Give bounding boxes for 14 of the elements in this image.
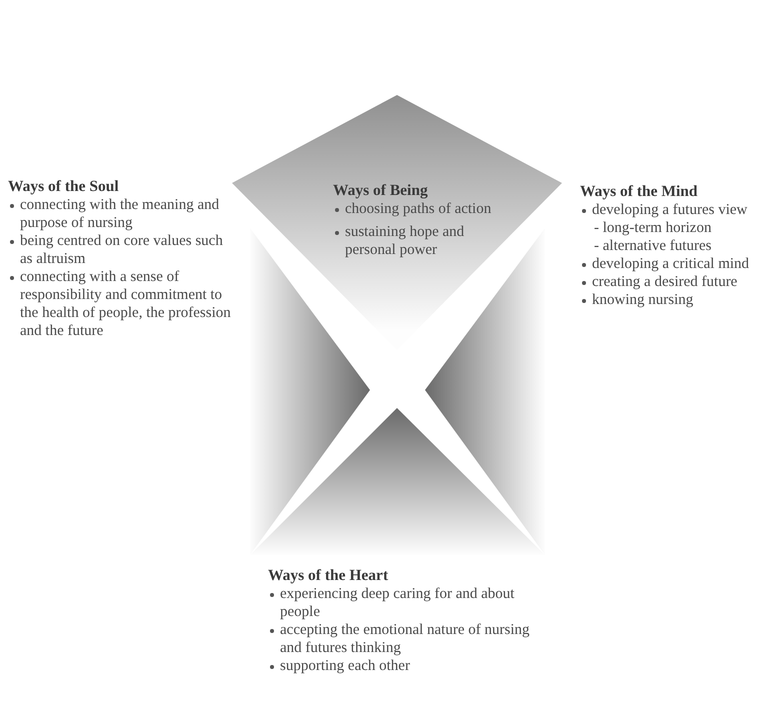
bullet-text: developing a futures view	[592, 202, 748, 218]
bullet-text: creating a desired future	[592, 274, 738, 290]
heading: Ways of Being	[333, 182, 429, 200]
bullet-text: sustaining hope and personal power	[345, 224, 464, 258]
bullet-text: choosing paths of action	[345, 201, 492, 217]
heading: Ways of the Heart	[268, 567, 390, 585]
sub-item-text: - long-term horizon	[593, 219, 712, 237]
bullet-text: developing a critical mind	[592, 256, 750, 272]
bullet-text: supporting each other	[280, 658, 410, 674]
heading: Ways of the Mind	[580, 183, 699, 201]
sub-item-text: - alternative futures	[593, 237, 712, 255]
bullet-text: connecting with a sense of responsibility and commitment to the health of people, the profession and the future	[20, 269, 231, 339]
heading: Ways of the Soul	[8, 178, 120, 196]
bullet-text: knowing nursing	[592, 292, 694, 308]
